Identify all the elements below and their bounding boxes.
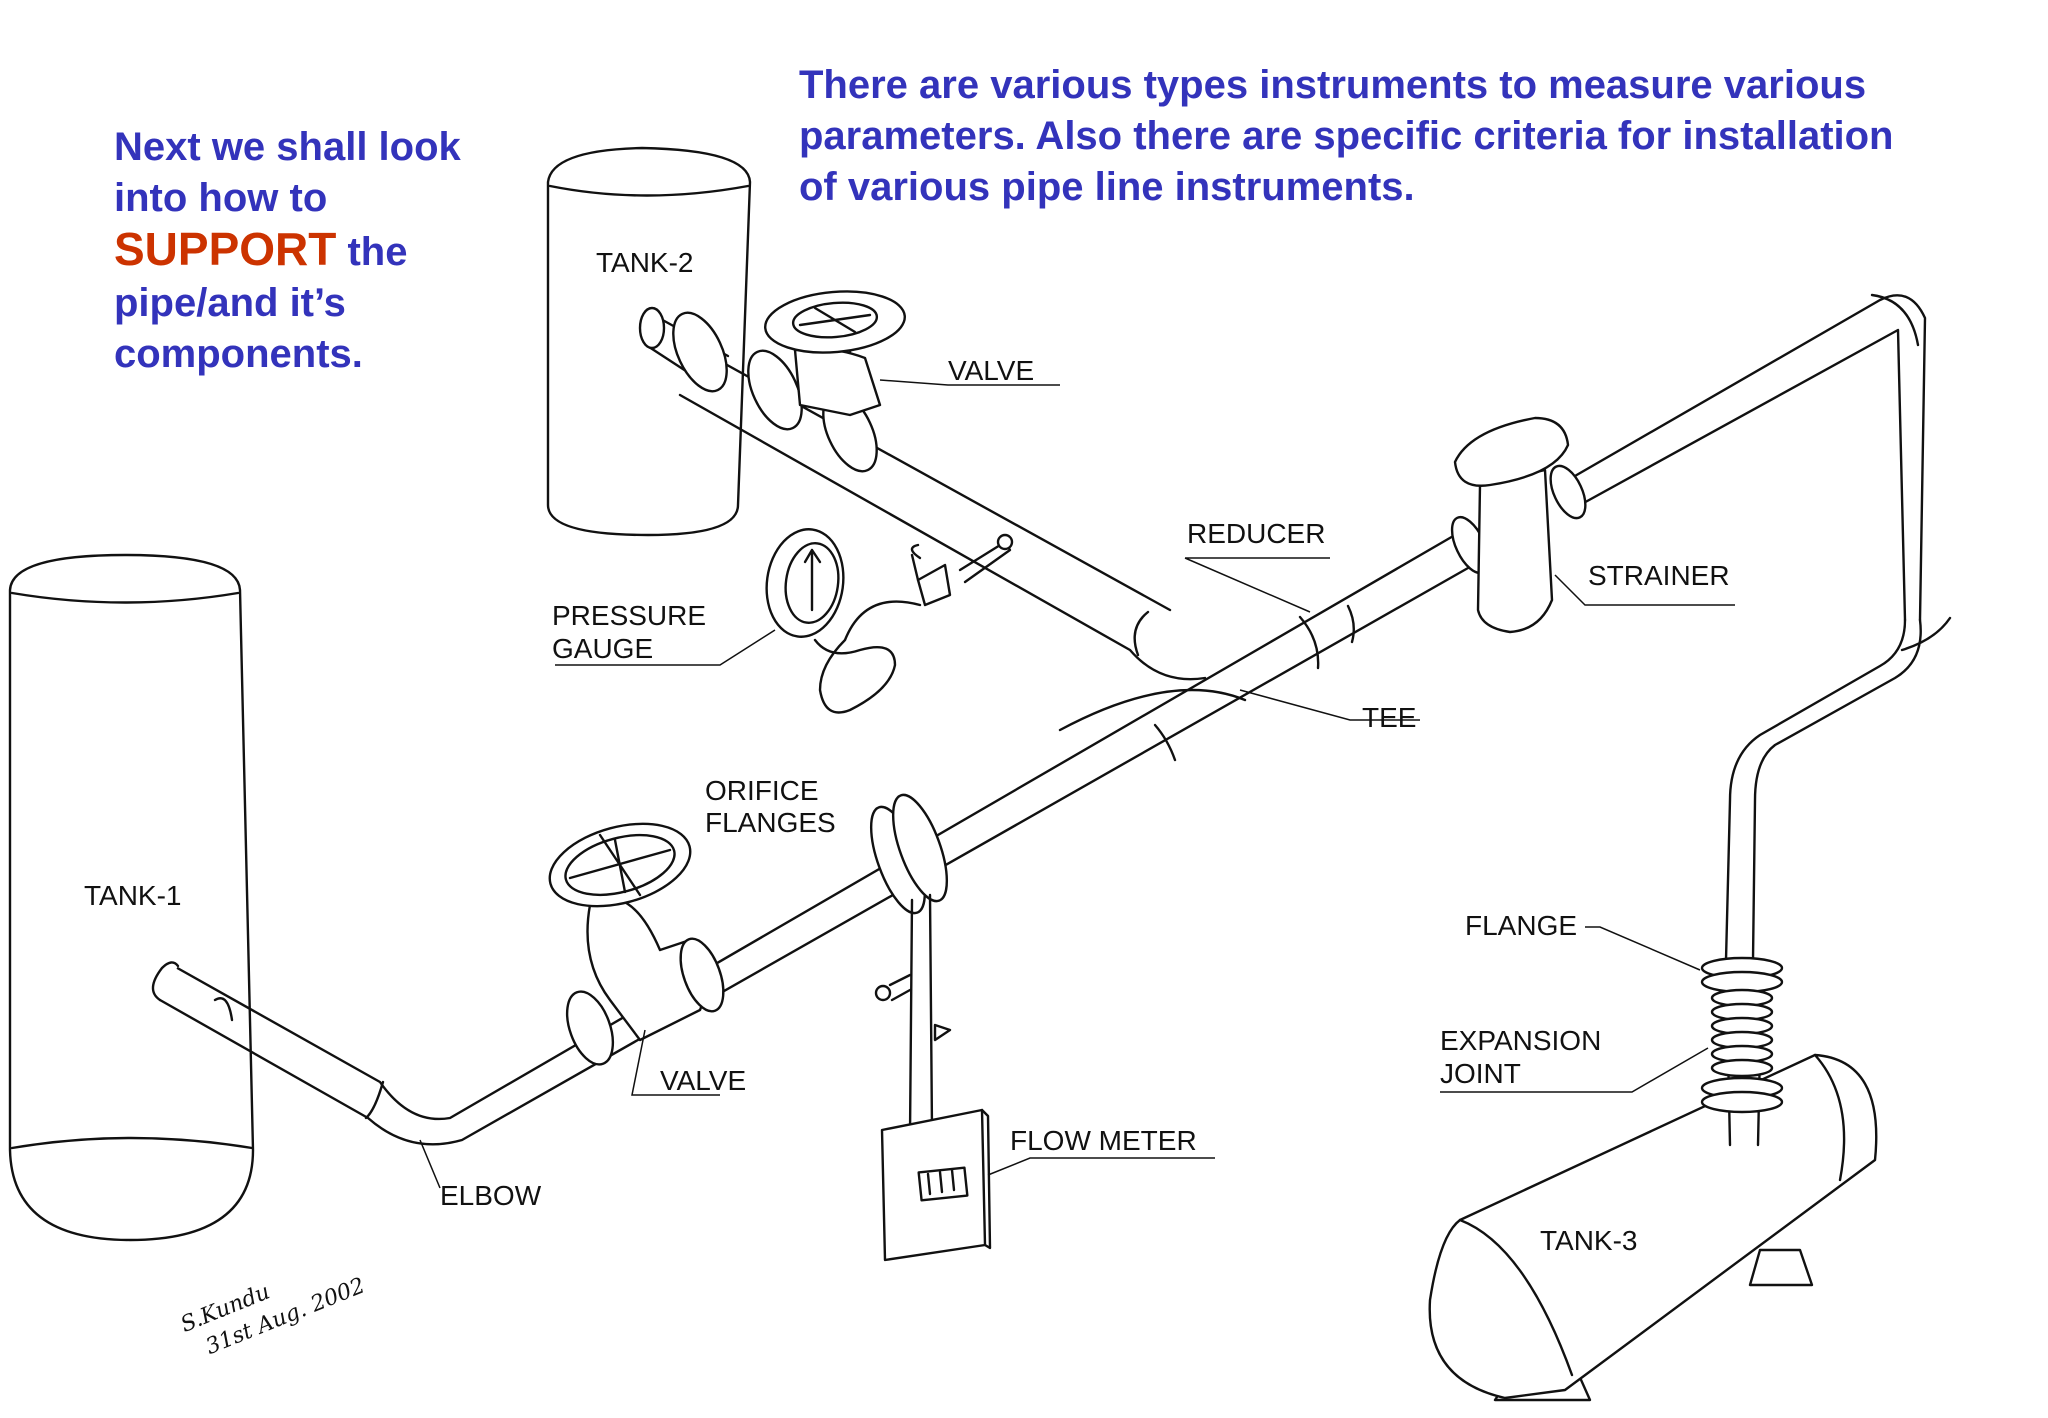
intro-heading-line-1: Next we shall look	[114, 125, 461, 169]
artist-signature: S.Kundu 31st Aug. 2002	[177, 1273, 368, 1360]
instruments-heading-line-3: of various pipe line instruments.	[799, 165, 1415, 209]
tee-label: TEE	[1362, 702, 1416, 733]
strainer-label: STRAINER	[1588, 560, 1730, 591]
pipe-network	[151, 293, 1952, 1147]
reducer-callout: REDUCER	[1184, 518, 1330, 613]
elbow-label: ELBOW	[440, 1180, 542, 1211]
pressure-gauge-label-line2: GAUGE	[552, 633, 653, 664]
pressure-gauge-label-line1: PRESSURE	[552, 600, 706, 631]
valve-bottom-label: VALVE	[660, 1065, 746, 1096]
expansion-joint: FLANGE EXPANSION JOINT	[1440, 910, 1784, 1114]
flow-meter-label: FLOW METER	[1010, 1125, 1197, 1156]
strainer: STRAINER	[1450, 416, 1735, 634]
top-valve: VALVE	[672, 290, 1060, 473]
instruments-heading-line-1: There are various types instruments to m…	[799, 63, 1867, 107]
tee-callout: TEE	[1153, 689, 1420, 762]
pressure-gauge: PRESSURE GAUGE	[552, 528, 1014, 714]
bottom-valve: VALVE	[548, 822, 746, 1096]
tank-3-label: TANK-3	[1540, 1225, 1638, 1256]
expansion-joint-label-line1: EXPANSION	[1440, 1025, 1601, 1056]
orifice-label-line2: FLANGES	[705, 807, 836, 838]
tank-2-label: TANK-2	[596, 247, 694, 278]
support-highlight: SUPPORT	[114, 223, 337, 275]
tank-3: TANK-3	[1428, 1053, 1878, 1402]
orifice-label-line1: ORIFICE	[705, 775, 819, 806]
flow-meter: FLOW METER	[874, 893, 1215, 1262]
intro-heading-line-2: into how to	[114, 176, 328, 220]
tank-1: TANK-1	[8, 553, 255, 1242]
reducer-label: REDUCER	[1187, 518, 1325, 549]
intro-heading: Next we shall look into how to SUPPORT t…	[114, 122, 554, 380]
intro-heading-line-3: the	[336, 230, 408, 274]
instruments-heading: There are various types instruments to m…	[799, 60, 2009, 213]
intro-heading-line-4: pipe/and it’s	[114, 281, 346, 325]
orifice-flanges: ORIFICE FLANGES	[705, 775, 949, 915]
flange-label: FLANGE	[1465, 910, 1577, 941]
instruments-heading-line-2: parameters. Also there are specific crit…	[799, 114, 1894, 158]
intro-heading-line-5: components.	[114, 332, 363, 376]
tank-1-label: TANK-1	[84, 880, 182, 911]
valve-top-label: VALVE	[948, 355, 1034, 386]
expansion-joint-label-line2: JOINT	[1440, 1058, 1521, 1089]
elbow-callout: ELBOW	[419, 1139, 542, 1211]
